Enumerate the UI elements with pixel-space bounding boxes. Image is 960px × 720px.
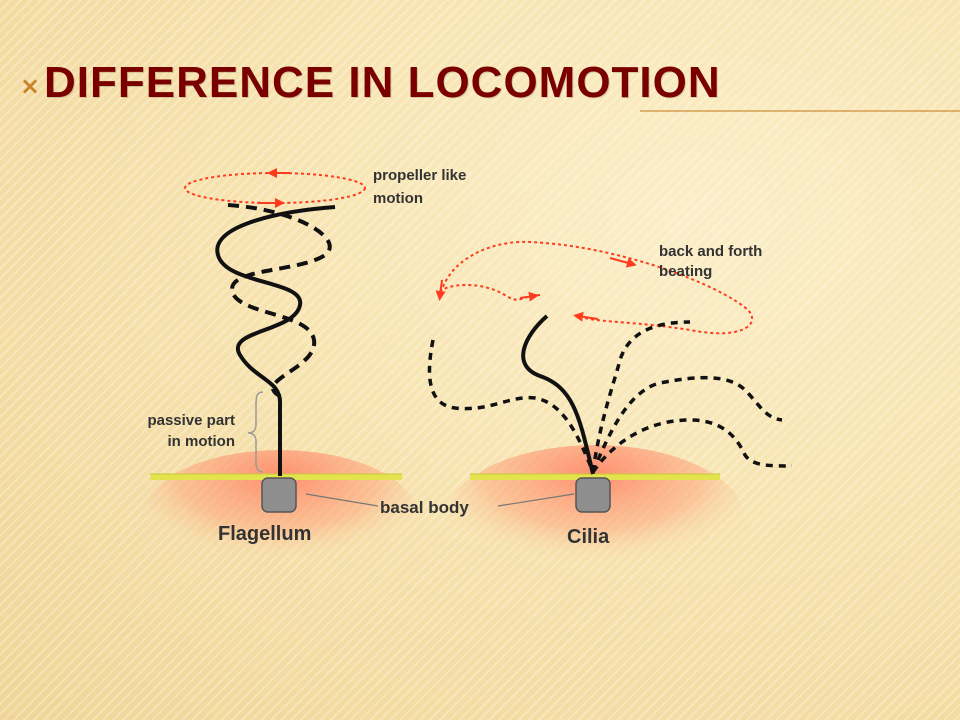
back-forth-label-line2: beating xyxy=(659,263,712,280)
beating-arrow-bottom xyxy=(573,311,599,322)
passive-part-brace xyxy=(247,391,264,473)
beating-arrow-return xyxy=(519,291,539,302)
basal-body-label: basal body xyxy=(380,498,469,517)
cilium-dashed-left xyxy=(427,339,595,473)
beating-arrow-left xyxy=(435,279,446,301)
cilia-cell-glow xyxy=(445,445,745,595)
cilium-dashed-right-3 xyxy=(591,418,793,473)
cilia-basal-body xyxy=(575,477,611,513)
passive-part-label-line1: passive part xyxy=(147,412,235,429)
slide-title: Difference in Locomotion xyxy=(44,58,721,107)
passive-part-label-line2: in motion xyxy=(168,433,236,450)
flagellum-helix-dashed xyxy=(227,203,332,397)
cilium-solid xyxy=(521,314,595,475)
basal-body-leader-right xyxy=(497,493,575,507)
flagellum-basal-body xyxy=(261,477,297,513)
cilium-dashed-right-1 xyxy=(591,320,691,473)
flagellum-membrane xyxy=(150,474,402,480)
basal-body-leader-left xyxy=(305,493,379,507)
cilia-label: Cilia xyxy=(567,526,610,548)
flagellum-cell-glow xyxy=(140,450,420,590)
title-rule xyxy=(640,110,960,112)
flagellum-helix-solid xyxy=(215,205,336,476)
bullet-x-icon: × xyxy=(20,72,41,100)
propeller-label-line2: motion xyxy=(373,190,423,207)
cilia-membrane xyxy=(470,474,720,480)
beating-motion-path xyxy=(437,240,754,335)
propeller-label-line1: propeller like xyxy=(373,167,466,184)
cilium-dashed-right-2 xyxy=(591,375,783,473)
back-forth-label-line1: back and forth xyxy=(659,243,762,260)
flagellum-label: Flagellum xyxy=(218,523,311,545)
propeller-motion-path xyxy=(184,172,366,204)
beating-arrow-top xyxy=(609,257,637,268)
